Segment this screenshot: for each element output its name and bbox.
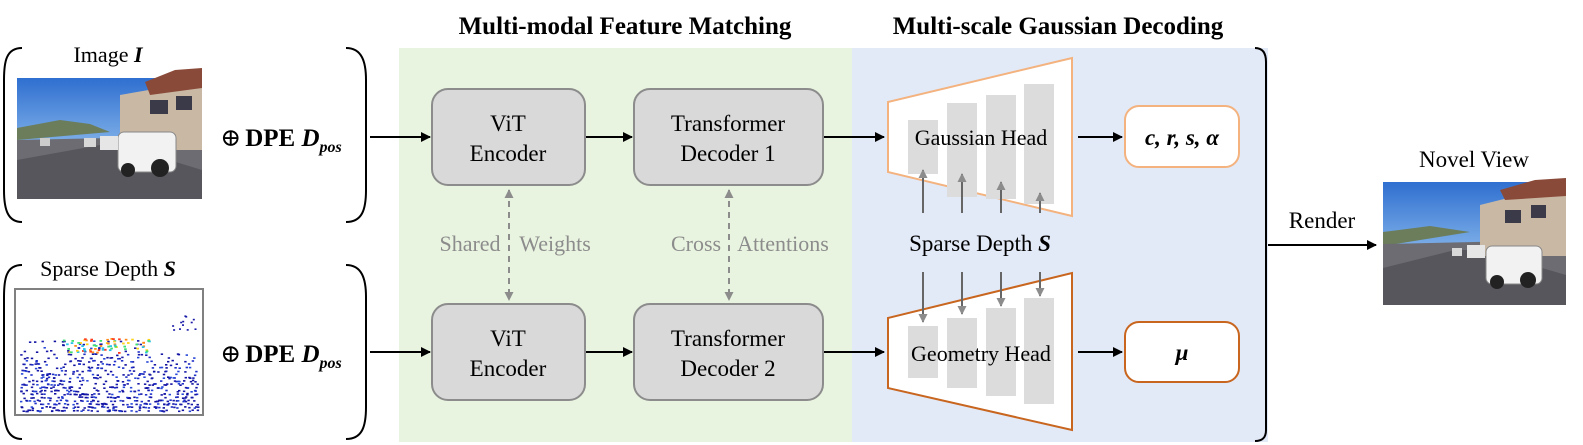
sparse-depth-image-frame	[14, 288, 204, 416]
transformer-decoder-2: Transformer Decoder 2	[633, 303, 824, 401]
dpe-label-bottom: ⊕DPE Dpos	[220, 341, 342, 372]
depth-left-bracket	[2, 264, 23, 440]
image-left-bracket	[2, 47, 23, 223]
vit-encoder-bottom: ViT Encoder	[431, 303, 586, 401]
cross-attentions-label-left: Cross	[671, 231, 721, 256]
svg-text:Gaussian Head: Gaussian Head	[915, 125, 1048, 150]
render-label: Render	[1289, 208, 1356, 233]
svg-text:Decoder 1: Decoder 1	[680, 141, 775, 166]
svg-text:Encoder: Encoder	[470, 141, 547, 166]
input-street-image	[17, 68, 202, 199]
image-input-label: Image I	[73, 42, 143, 67]
svg-text:μ: μ	[1175, 340, 1189, 365]
geometry-head: Geometry Head	[887, 271, 1073, 432]
image-right-bracket	[345, 47, 367, 223]
depth-right-bracket	[345, 264, 367, 440]
sparse-depth-input-label: Sparse Depth S	[40, 256, 176, 281]
gaussian-params-output: c, r, s, α	[1124, 105, 1240, 168]
svg-text:Transformer: Transformer	[671, 111, 785, 136]
svg-text:Transformer: Transformer	[671, 326, 785, 351]
svg-text:Decoder 2: Decoder 2	[680, 356, 775, 381]
shared-weights-label-right: Weights	[519, 231, 591, 256]
sparse-depth-injection-arrows	[918, 169, 1045, 323]
dpe-label-top: ⊕DPE Dpos	[220, 125, 342, 156]
svg-text:c, r, s, α: c, r, s, α	[1145, 125, 1220, 150]
novel-view-label: Novel View	[1419, 147, 1529, 172]
sparse-depth-head-label: Sparse Depth S	[909, 231, 1051, 256]
matching-section-title: Multi-modal Feature Matching	[459, 13, 792, 40]
vit-encoder-top: ViT Encoder	[431, 88, 586, 186]
novel-view-image	[1383, 178, 1566, 305]
svg-text:Geometry Head: Geometry Head	[911, 341, 1051, 366]
render-merge-line	[1254, 47, 1267, 442]
transformer-decoder-1: Transformer Decoder 1	[633, 88, 824, 186]
decoding-section-title: Multi-scale Gaussian Decoding	[893, 13, 1224, 40]
gaussian-head: Gaussian Head	[887, 56, 1073, 218]
svg-text:ViT: ViT	[490, 326, 526, 351]
mu-output: μ	[1124, 321, 1240, 383]
svg-text:Encoder: Encoder	[470, 356, 547, 381]
svg-text:ViT: ViT	[490, 111, 526, 136]
cross-attentions-label-right: Attentions	[737, 231, 829, 256]
sparse-depth-points	[20, 315, 200, 413]
shared-weights-label-left: Shared	[439, 231, 500, 256]
